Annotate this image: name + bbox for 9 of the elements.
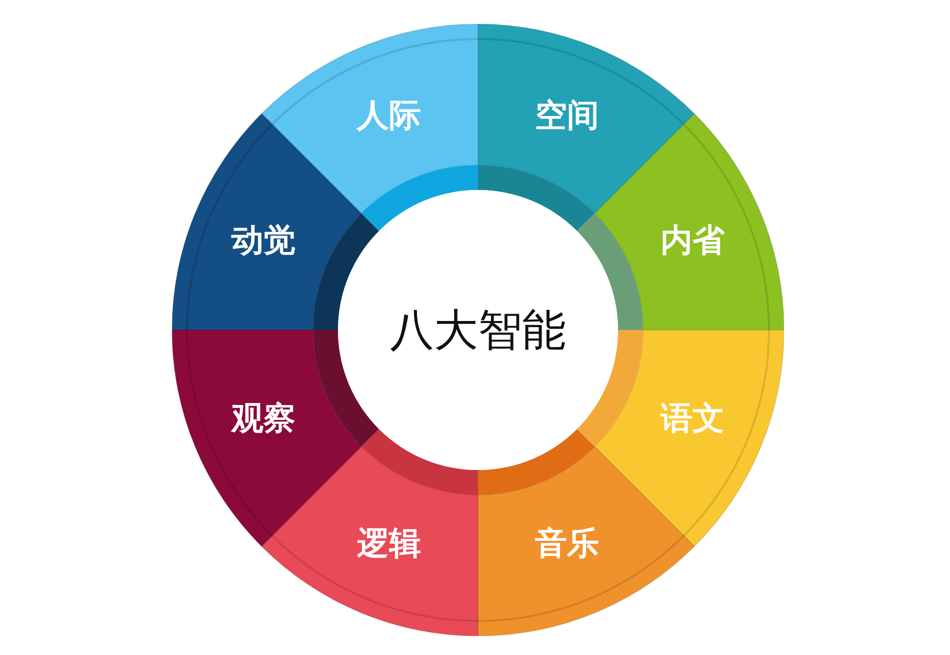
segment-label: 逻辑 (357, 523, 422, 564)
segment-label: 音乐 (534, 523, 599, 564)
segment-label: 动觉 (232, 220, 296, 262)
segment-label: 空间 (534, 94, 599, 136)
segment-label: 内省 (660, 220, 724, 262)
center-title: 八大智能 (390, 304, 566, 358)
segment-label: 人际 (357, 94, 422, 136)
segment-label: 语文 (660, 398, 724, 439)
segment-label: 观察 (232, 398, 296, 439)
